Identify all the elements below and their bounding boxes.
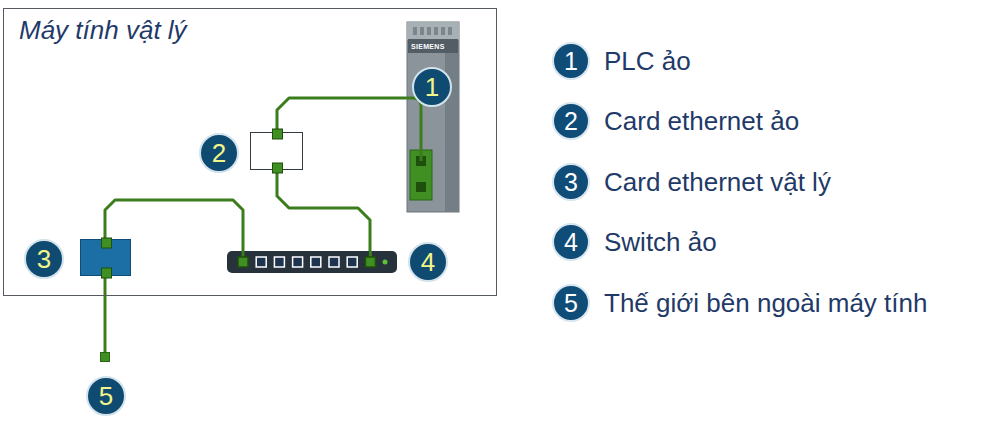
plc-vent — [413, 27, 417, 35]
legend-number: 3 — [552, 163, 590, 201]
legend-text: Thế giới bên ngoài máy tính — [604, 287, 927, 319]
legend-text: Card ethernet vật lý — [604, 166, 831, 198]
network-cable — [277, 170, 370, 251]
switch-wire-stub — [242, 251, 245, 257]
plc-vent — [434, 27, 438, 35]
legend-number: 2 — [552, 102, 590, 140]
switch-port — [256, 257, 266, 267]
callout-number: 5 — [86, 376, 126, 416]
brand-name: SIEMENS — [411, 42, 445, 51]
component-art — [251, 133, 304, 171]
virtual-switch: 4 — [227, 251, 397, 273]
card-port — [102, 238, 112, 248]
frame-title: Máy tính vật lý — [19, 14, 187, 46]
switch-port — [329, 257, 339, 267]
switch-led — [383, 260, 388, 265]
switch-port — [365, 257, 375, 267]
switch-port — [274, 257, 284, 267]
callout-number: 3 — [24, 239, 64, 279]
plc-vent — [420, 27, 424, 35]
plc-vent — [448, 27, 452, 35]
plc-body — [407, 22, 459, 212]
legend-number: 5 — [552, 284, 590, 322]
plc-cap — [407, 22, 459, 40]
card-port — [273, 163, 283, 173]
network-cable — [277, 98, 407, 132]
component-art — [407, 22, 459, 212]
network-cable — [104, 276, 107, 352]
plc-vent — [427, 27, 431, 35]
switch-port — [311, 257, 321, 267]
callout-number: 2 — [199, 133, 239, 173]
card-port — [273, 129, 283, 139]
virtual-ethernet-card: 2 — [250, 132, 303, 170]
plc-wire — [407, 98, 421, 161]
switch-wire-stub — [369, 251, 372, 257]
computer-frame: Máy tính vật lý 1 2 3 4 — [3, 8, 497, 296]
callout-number: 1 — [412, 67, 452, 107]
outside-world-endpoint: 5 — [100, 352, 110, 362]
plc-band — [408, 39, 458, 53]
plc-module: 1 — [407, 22, 459, 212]
plc-port — [416, 182, 426, 192]
physical-ethernet-card: 3 — [80, 239, 131, 276]
legend-text: PLC ảo — [604, 45, 691, 77]
callout-number: 4 — [408, 242, 448, 282]
component-art — [227, 251, 397, 273]
legend-text: Switch ảo — [604, 226, 717, 258]
component-art — [81, 240, 132, 277]
switch-port — [238, 257, 248, 267]
switch-port — [293, 257, 303, 267]
legend-number: 4 — [552, 223, 590, 261]
legend-text: Card ethernet ảo — [604, 105, 799, 137]
plc-vent — [441, 27, 445, 35]
legend-number: 1 — [552, 42, 590, 80]
switch-port — [347, 257, 357, 267]
card-port — [102, 268, 112, 278]
